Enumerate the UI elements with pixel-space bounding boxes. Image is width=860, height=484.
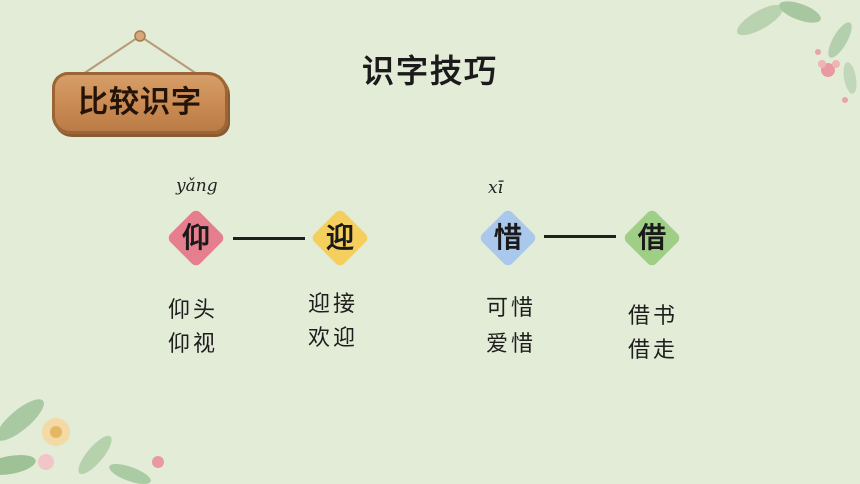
top-right-floral-decoration [737, 1, 857, 103]
char-xi: 惜 [493, 221, 522, 254]
sign-hanging-string [79, 30, 201, 77]
connector-line [233, 237, 305, 240]
char-yang: 仰 [181, 221, 210, 254]
sign-board [52, 72, 228, 134]
word-jie-2: 借走 [628, 338, 679, 363]
sign-label: 比较识字 [78, 85, 202, 120]
char-jie: 借 [637, 221, 666, 254]
pinyin-yang: yǎng [176, 176, 218, 196]
word-xi-1: 可惜 [486, 296, 537, 321]
connector-line [544, 235, 616, 238]
word-xi-2: 爱惜 [486, 332, 537, 357]
word-yang-1: 仰头 [168, 298, 219, 323]
word-jie-1: 借书 [628, 304, 679, 329]
bottom-left-floral-decoration [0, 399, 164, 484]
wooden-sign: 比较识字 [52, 26, 234, 144]
word-ying-2: 欢迎 [308, 326, 359, 351]
word-yang-2: 仰视 [168, 332, 219, 357]
page-title: 识字技巧 [361, 52, 498, 90]
pinyin-xi: xī [488, 178, 504, 198]
word-ying-1: 迎接 [308, 292, 359, 317]
char-ying: 迎 [325, 221, 354, 254]
